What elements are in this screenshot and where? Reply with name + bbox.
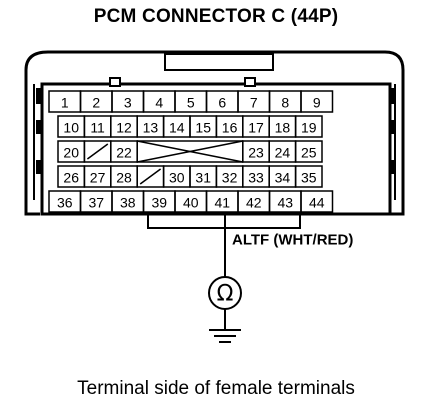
- pin-18: 18: [275, 120, 291, 136]
- pin-1: 1: [61, 95, 69, 111]
- pin-32: 32: [222, 170, 238, 186]
- pin-22: 22: [116, 145, 132, 161]
- pin-27: 27: [90, 170, 106, 186]
- pin-cell: [294, 140, 323, 163]
- pin-16: 16: [222, 120, 238, 136]
- pin-34: 34: [275, 170, 291, 186]
- pin-39: 39: [151, 195, 167, 211]
- pin-19: 19: [301, 120, 317, 136]
- pin-14: 14: [169, 120, 185, 136]
- wire-label: ALTF (WHT/RED): [232, 232, 353, 249]
- pin-24: 24: [275, 145, 291, 161]
- pin-13: 13: [143, 120, 159, 136]
- pin-cell: [300, 190, 334, 213]
- pin-3: 3: [124, 95, 132, 111]
- pin-43: 43: [277, 195, 293, 211]
- pin-12: 12: [116, 120, 132, 136]
- pin-15: 15: [195, 120, 211, 136]
- pin-38: 38: [120, 195, 136, 211]
- pin-23: 23: [248, 145, 264, 161]
- pin-7: 7: [250, 95, 258, 111]
- connector-shell: [24, 50, 405, 229]
- pin-25: 25: [301, 145, 317, 161]
- pin-42: 42: [246, 195, 262, 211]
- pin-17: 17: [248, 120, 264, 136]
- pin-5: 5: [187, 95, 195, 111]
- empty-pin-slash: [86, 143, 109, 160]
- pin-cell: [294, 115, 323, 138]
- pin-30: 30: [169, 170, 185, 186]
- blank-region: [136, 140, 244, 163]
- connector-title: PCM CONNECTOR C (44P): [93, 6, 339, 27]
- pin-28: 28: [116, 170, 132, 186]
- pin-cell: [294, 165, 323, 188]
- pin-8: 8: [281, 95, 289, 111]
- pin-cell: [300, 90, 334, 113]
- pin-20: 20: [63, 145, 79, 161]
- pin-11: 11: [90, 120, 105, 136]
- ground-icon: [209, 309, 241, 343]
- pin-6: 6: [218, 95, 226, 111]
- pin-10: 10: [63, 120, 79, 136]
- pin-35: 35: [301, 170, 317, 186]
- empty-pin-slash: [139, 168, 162, 185]
- pin-2: 2: [92, 95, 100, 111]
- pin-33: 33: [248, 170, 264, 186]
- pin-44: 44: [309, 195, 325, 211]
- pin-40: 40: [183, 195, 199, 211]
- pin-26: 26: [63, 170, 79, 186]
- pin-37: 37: [88, 195, 104, 211]
- ohm-symbol: Ω: [217, 282, 234, 307]
- pin-41: 41: [214, 195, 230, 211]
- blank-region-cross: [137, 140, 243, 163]
- pin-9: 9: [313, 95, 321, 111]
- ohmmeter-icon: Ω: [208, 276, 242, 310]
- pin-4: 4: [155, 95, 163, 111]
- pin-36: 36: [57, 195, 73, 211]
- caption: Terminal side of female terminals: [77, 378, 355, 399]
- pin-31: 31: [195, 170, 211, 186]
